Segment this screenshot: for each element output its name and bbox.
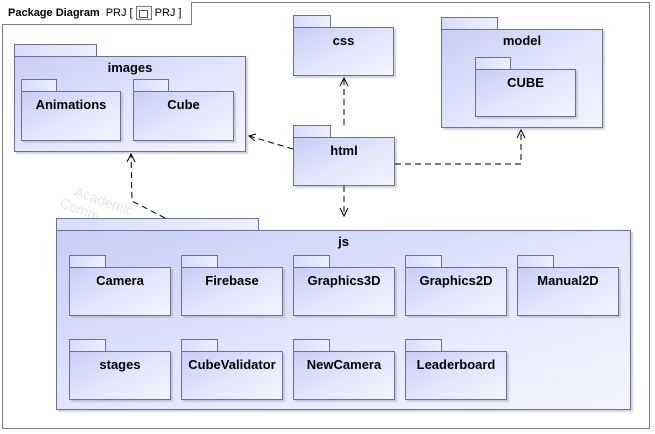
model-name: PRJ <box>154 7 176 19</box>
package-graphics3d-name: Graphics3D <box>307 273 381 288</box>
model-prefix: PRJ [ <box>105 7 133 19</box>
package-html[interactable]: html <box>293 125 395 186</box>
package-leaderboard-name: Leaderboard <box>416 357 496 372</box>
package-animations-name: Animations <box>35 97 107 112</box>
package-cubevalidator-name: CubeValidator <box>188 357 276 372</box>
package-manual2d-name: Manual2D <box>537 273 599 288</box>
package-graphics2d[interactable]: Graphics2D <box>405 255 507 316</box>
package-cubevalidator[interactable]: CubeValidator <box>181 339 283 400</box>
package-manual2d[interactable]: Manual2D <box>517 255 619 316</box>
package-camera[interactable]: Camera <box>69 255 171 316</box>
package-stages-name: stages <box>99 357 141 372</box>
package-cube-name: Cube <box>167 97 200 112</box>
package-camera-name: Camera <box>96 273 144 288</box>
package-icon <box>135 6 152 20</box>
package-firebase-name: Firebase <box>205 273 259 288</box>
package-cube[interactable]: Cube <box>133 79 234 141</box>
package-graphics2d-name: Graphics2D <box>419 273 493 288</box>
diagram-kind: Package Diagram <box>8 7 100 19</box>
package-model-cube-name: CUBE <box>507 75 544 90</box>
package-images-name: images <box>107 60 153 75</box>
package-firebase[interactable]: Firebase <box>181 255 283 316</box>
package-model[interactable]: model <box>441 17 603 128</box>
package-model-cube[interactable]: CUBE <box>475 57 576 117</box>
model-suffix: ] <box>178 7 182 19</box>
package-css[interactable]: css <box>293 15 394 76</box>
package-newcamera[interactable]: NewCamera <box>293 339 395 400</box>
diagram-header: Package Diagram PRJ [ PRJ ] <box>2 2 193 25</box>
package-graphics3d[interactable]: Graphics3D <box>293 255 395 316</box>
package-css-name: css <box>332 33 355 48</box>
package-js-name: js <box>338 234 349 249</box>
package-leaderboard[interactable]: Leaderboard <box>405 339 507 400</box>
diagram-frame <box>2 2 650 429</box>
package-newcamera-name: NewCamera <box>306 357 382 372</box>
package-stages[interactable]: stages <box>69 339 171 400</box>
package-html-name: html <box>330 143 358 158</box>
package-animations[interactable]: Animations <box>21 79 121 141</box>
package-model-name: model <box>502 33 542 48</box>
